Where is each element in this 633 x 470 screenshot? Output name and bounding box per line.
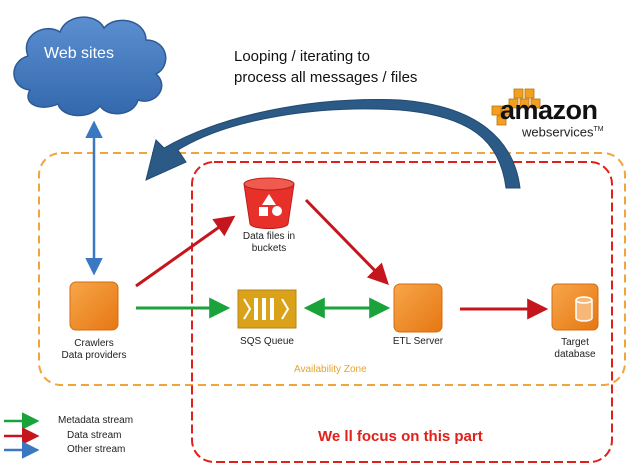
s3-bucket-icon (243, 177, 295, 229)
amazon-wordmark: amazon (500, 95, 598, 125)
data-stream-crawlers-to-buckets (135, 215, 236, 288)
target-label: Target database (540, 337, 610, 361)
crawlers-node-icon (69, 281, 119, 331)
loop-note-line1: Looping / iterating to (234, 48, 370, 65)
etl-label: ETL Server (392, 336, 444, 347)
availability-zone-border (38, 152, 626, 386)
availability-zone-label: Availability Zone (294, 364, 367, 375)
web-sites-label: Web sites (44, 45, 114, 62)
focus-area-border (191, 161, 613, 463)
legend-data-label: Data stream (67, 430, 122, 441)
web-sites-cloud (13, 16, 167, 117)
webservices-wordmark: webservicesTM (522, 124, 604, 140)
loop-note: Looping / iterating to process all messa… (234, 46, 417, 88)
buckets-label-line2: buckets (251, 243, 287, 254)
loop-note-line2: process all messages / files (234, 69, 418, 86)
target-label-line2: database (554, 349, 596, 360)
amazon-logo-cubes (491, 88, 541, 126)
buckets-label-line1: Data files in (242, 231, 296, 242)
target-database-icon (551, 283, 599, 331)
etl-server-icon (393, 283, 443, 333)
crawlers-label-line1: Crawlers (74, 338, 114, 349)
data-stream-buckets-to-etl (304, 198, 389, 286)
sqs-label: SQS Queue (240, 336, 294, 347)
loop-arrow (145, 99, 521, 189)
legend-metadata-label: Metadata stream (58, 415, 134, 426)
sqs-queue-icon (237, 289, 297, 329)
amazon-web-services-logo: amazon webservicesTM (500, 95, 604, 140)
crawlers-label-line2: Data providers (61, 350, 127, 361)
target-label-line1: Target (561, 337, 589, 348)
legend-other-label: Other stream (67, 444, 126, 455)
buckets-label: Data files in buckets (224, 231, 314, 255)
focus-label: We ll focus on this part (318, 428, 483, 445)
crawlers-label: Crawlers Data providers (40, 338, 148, 362)
